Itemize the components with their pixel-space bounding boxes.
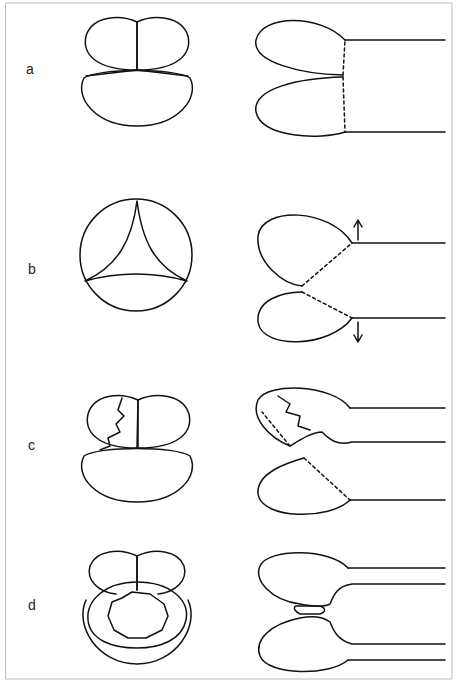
valve-top-view-prolapse xyxy=(82,396,193,502)
valve-side-view xyxy=(256,21,445,137)
panel-letter: d xyxy=(28,598,36,612)
valve-top-view xyxy=(82,18,193,126)
valve-top-view-stenosis xyxy=(83,551,191,664)
figure-frame xyxy=(6,3,452,679)
valve-side-view-stenosis xyxy=(259,553,445,672)
panel-letter: a xyxy=(26,62,34,76)
valve-top-view-dilated xyxy=(80,199,192,311)
valve-side-view-prolapse xyxy=(256,388,445,514)
panel-letter: c xyxy=(28,438,35,452)
panel-letter: b xyxy=(28,262,36,276)
valve-side-view-dilated xyxy=(258,215,445,342)
dilation-arrow xyxy=(354,322,362,342)
dilation-arrow xyxy=(354,220,362,240)
